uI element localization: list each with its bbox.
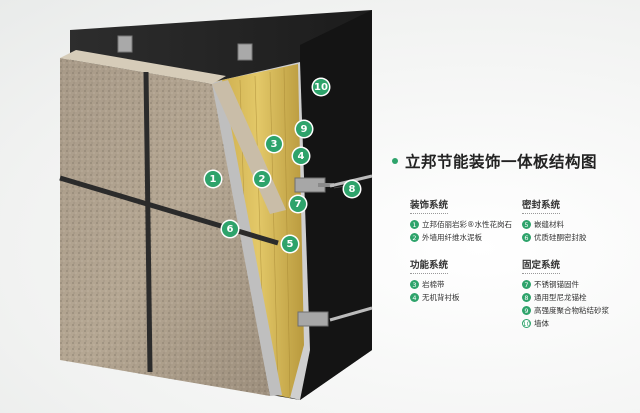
legend-label: 嵌缝材料 [534,220,564,229]
callout-4: 4 [293,148,309,164]
legend-label: 通用型尼龙锚栓 [534,293,587,302]
legend-num: 7 [522,280,531,289]
legend-label: 岩棉带 [422,280,445,289]
bullet-icon [392,158,398,164]
legend-item: 1 立邦佰丽岩彩®水性花岗石 [410,218,512,231]
group-fixing: 固定系统 7 不锈钢锚固件 8 通用型尼龙锚栓 9 高强度聚合物粘结砂浆 10 … [522,253,609,330]
legend-label: 优质硅酮密封胶 [534,233,587,242]
callout-7: 7 [290,196,306,212]
legend-item: 2 外墙用纤维水泥板 [410,231,512,244]
legend-label: 无机背衬板 [422,293,460,302]
top-anchor-left [117,35,133,53]
group-sealing: 密封系统 5 嵌缝材料 6 优质硅酮密封胶 [522,193,587,244]
group-title: 功能系统 [410,257,449,274]
callout-1: 1 [205,171,221,187]
legend-item: 7 不锈钢锚固件 [522,278,609,291]
legend-num: 1 [410,220,419,229]
horizontal-joint [59,175,279,246]
callout-5: 5 [282,236,298,252]
legend-item: 6 优质硅酮密封胶 [522,231,587,244]
legend-num: 5 [522,220,531,229]
vertical-joint [143,71,153,373]
anchor-bracket-lower [297,306,373,327]
legend-item: 5 嵌缝材料 [522,218,587,231]
legend-item: 9 高强度聚合物粘结砂浆 [522,304,609,317]
legend-item: 10 墙体 [522,317,609,330]
legend-num: 10 [522,319,531,328]
group-title: 密封系统 [522,197,561,214]
callout-3: 3 [266,136,282,152]
backing-board [208,80,282,396]
stone-panel-texture [60,58,270,396]
legend-label: 高强度聚合物粘结砂浆 [534,306,609,315]
legend-panel: 立邦节能装饰一体板结构图 装饰系统 1 立邦佰丽岩彩®水性花岗石 2 外墙用纤维… [392,150,632,328]
callout-8: 8 [344,181,360,197]
legend-item: 3 岩棉带 [410,278,460,291]
legend-num: 9 [522,306,531,315]
legend-label: 立邦佰丽岩彩®水性花岗石 [422,220,512,229]
legend-num: 3 [410,280,419,289]
legend-label: 墙体 [534,319,549,328]
legend-heading: 立邦节能装饰一体板结构图 [392,150,632,172]
panel-top-edge [60,50,226,84]
legend-item: 4 无机背衬板 [410,291,460,304]
group-function: 功能系统 3 岩棉带 4 无机背衬板 [410,253,460,304]
legend-num: 8 [522,293,531,302]
wall-side [300,10,372,400]
callout-9: 9 [296,121,312,137]
legend-num: 2 [410,233,419,242]
legend-item: 8 通用型尼龙锚栓 [522,291,609,304]
callout-6: 6 [222,221,238,237]
group-title: 固定系统 [522,257,561,274]
legend-num: 6 [522,233,531,242]
legend-num: 4 [410,293,419,302]
legend-label: 外墙用纤维水泥板 [422,233,482,242]
diagram-title: 立邦节能装饰一体板结构图 [405,153,598,171]
group-title: 装饰系统 [410,197,449,214]
callout-2: 2 [254,171,270,187]
group-decoration: 装饰系统 1 立邦佰丽岩彩®水性花岗石 2 外墙用纤维水泥板 [410,193,512,244]
top-anchor-right [237,43,253,61]
callout-10: 10 [313,79,329,95]
legend-label: 不锈钢锚固件 [534,280,579,289]
